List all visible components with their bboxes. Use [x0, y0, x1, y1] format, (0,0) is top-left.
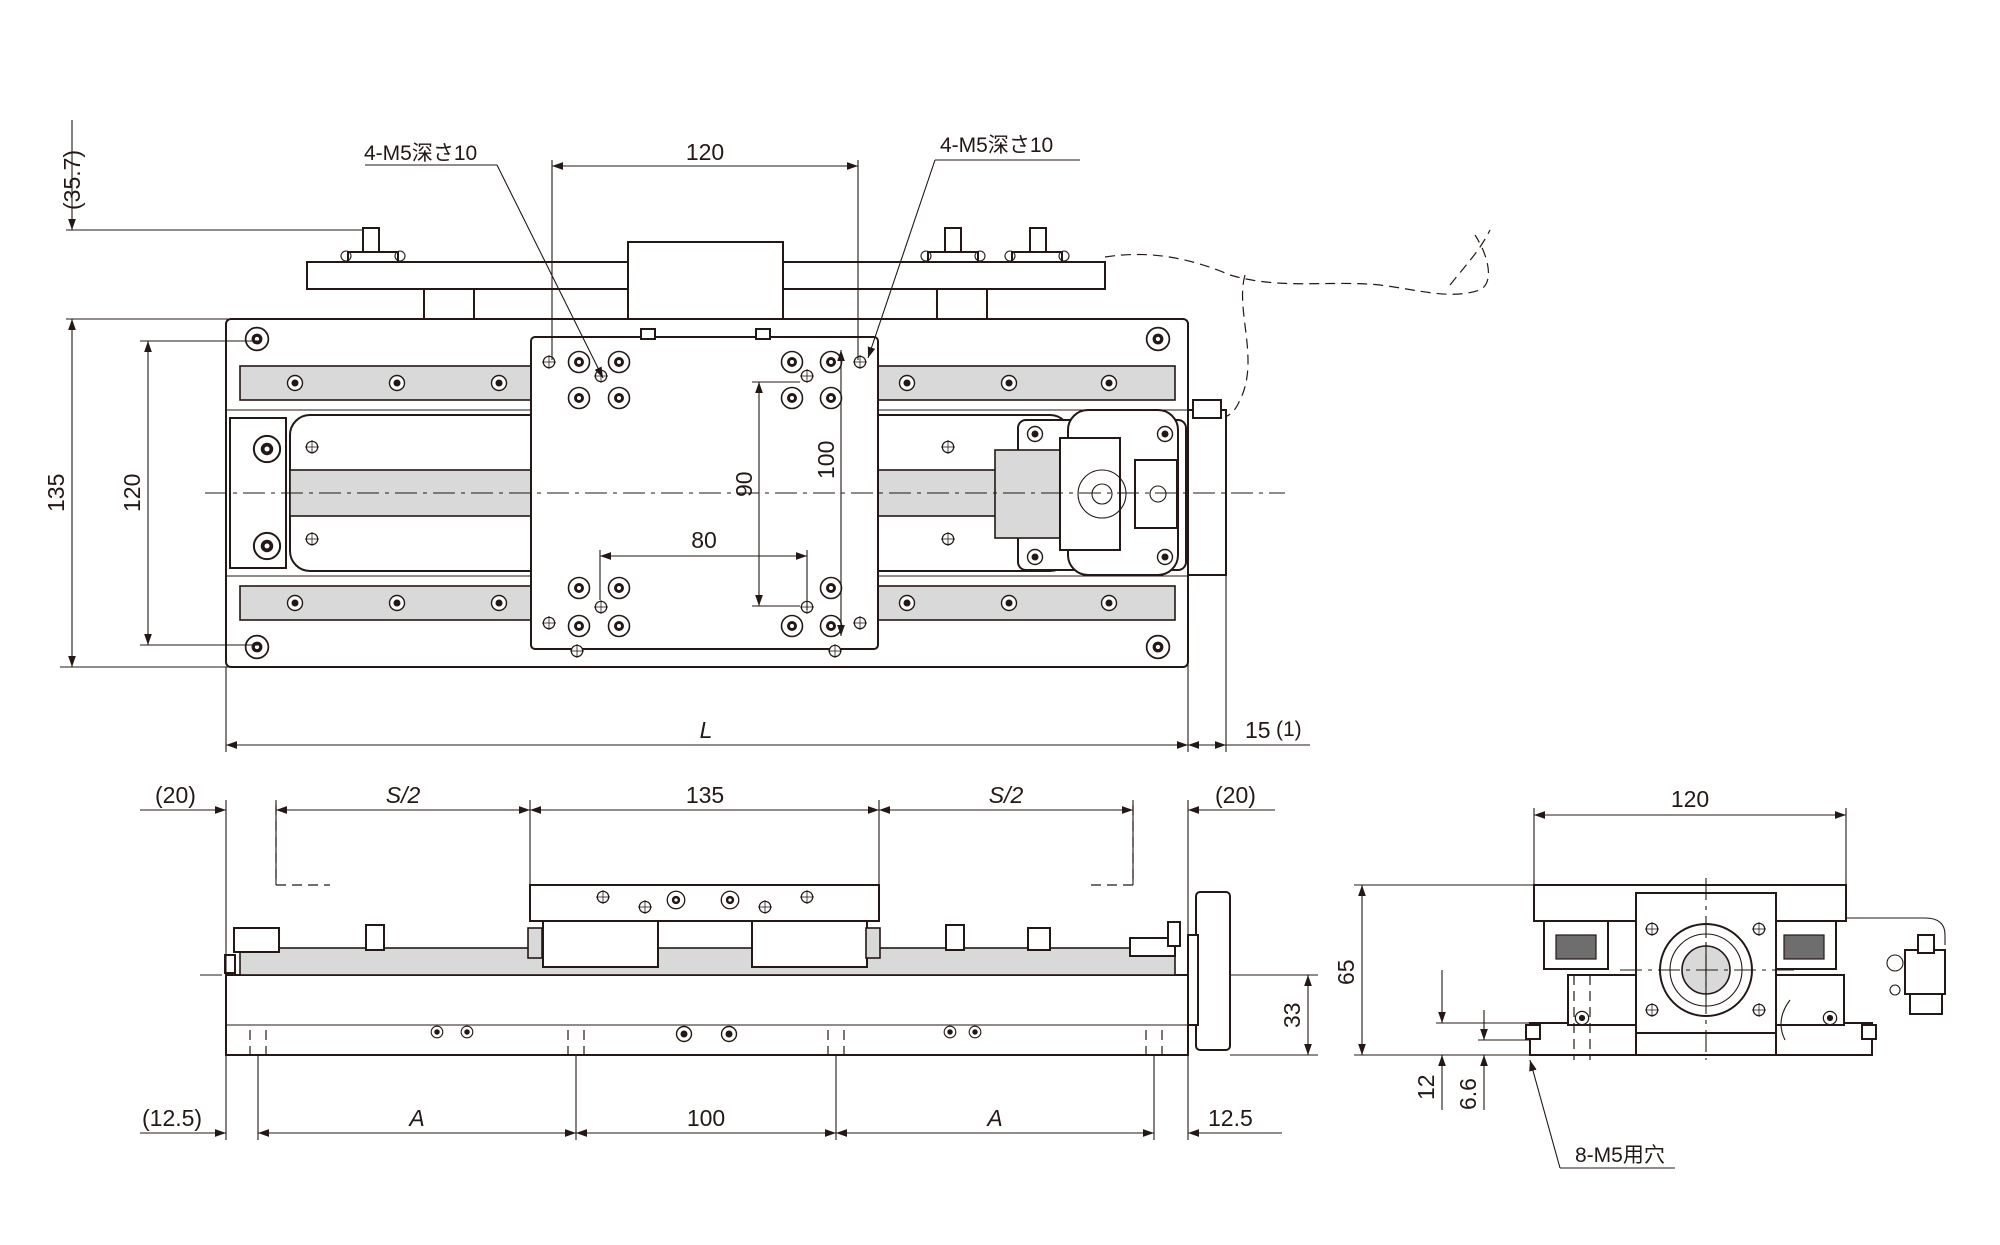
dim-35-7: (35.7) [59, 150, 85, 210]
dim-65: 65 [1333, 959, 1359, 985]
cable-path-2 [1204, 274, 1249, 421]
dim-120-top: 120 [686, 139, 724, 165]
cable-path [1104, 234, 1489, 295]
label-tap-right: 4-M5深さ10 [940, 134, 1053, 157]
dim-20-right: (20) [1215, 782, 1256, 808]
dim-L: L [700, 717, 713, 743]
dim-12-5-left: (12.5) [142, 1105, 202, 1131]
dim-6-6: 6.6 [1455, 1078, 1481, 1110]
dim-A-left: A [407, 1105, 424, 1131]
side-motor-flange [1195, 891, 1231, 1051]
side-table [529, 884, 880, 922]
dim-s2-right: S/2 [989, 782, 1024, 808]
connector-left [340, 227, 406, 263]
dim-s2-left: S/2 [386, 782, 421, 808]
cable-end [1449, 229, 1491, 286]
side-base [225, 974, 1189, 1056]
label-tap-left: 4-M5深さ10 [364, 142, 477, 165]
dim-100: 100 [813, 441, 839, 479]
label-mount-holes: 8-M5用穴 [1575, 1144, 1665, 1167]
motor-cover-top [627, 241, 784, 331]
dim-15-note: (1) [1276, 718, 1302, 741]
dim-100-side: 100 [687, 1105, 725, 1131]
dim-12: 12 [1413, 1074, 1439, 1100]
side-rail [239, 947, 1176, 976]
dim-A-right: A [985, 1105, 1002, 1131]
top-view: 120 4-M5深さ10 4-M5深さ10 (35.7) 135 120 90 … [43, 120, 1491, 752]
dim-20-left: (20) [155, 782, 196, 808]
bracket-post-right [936, 288, 988, 320]
dim-15: 15 [1245, 717, 1271, 743]
foot-holes [249, 1030, 1163, 1055]
dim-135-left: 135 [43, 474, 69, 512]
dim-135-side: 135 [686, 782, 724, 808]
dim-12-5-right: 12.5 [1208, 1105, 1253, 1131]
side-view: (20) S/2 135 S/2 (20) (12.5) A 100 A 12.… [140, 782, 1318, 1140]
connector-right [1004, 227, 1070, 263]
dim-120-left: 120 [119, 474, 145, 512]
bracket-post-left [423, 288, 475, 320]
end-view: 120 65 12 6.6 8-M5用穴 [1333, 786, 1946, 1169]
dim-33: 33 [1279, 1002, 1305, 1028]
connector-mid [920, 227, 986, 263]
sensor-connector [1904, 949, 1946, 995]
coupling [994, 449, 1064, 539]
dim-80: 80 [691, 527, 717, 553]
dim-90: 90 [731, 471, 757, 497]
dim-120-end: 120 [1671, 786, 1709, 812]
